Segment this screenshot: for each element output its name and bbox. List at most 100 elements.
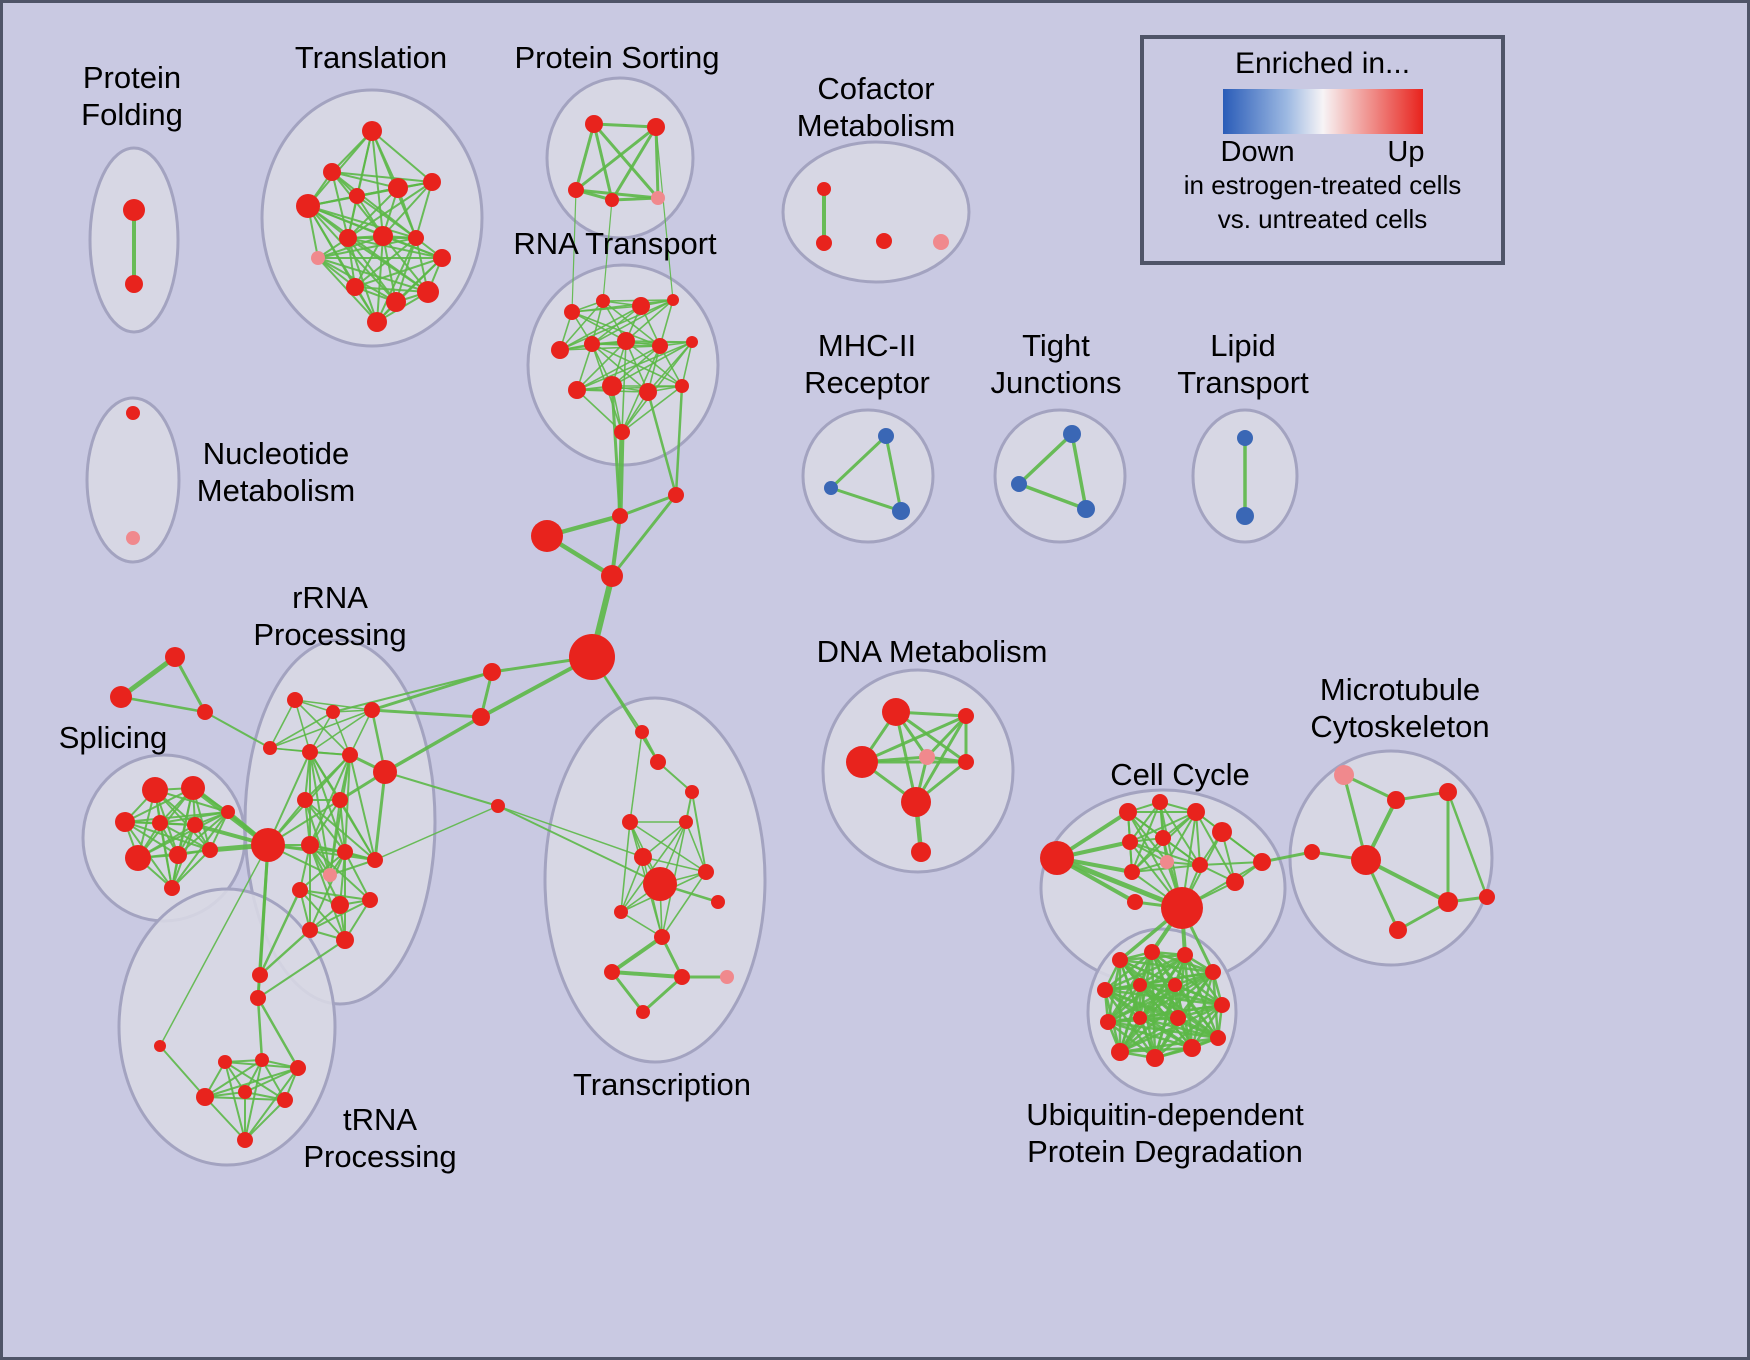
node-rr3 [364,702,380,718]
node-t6 [423,173,441,191]
edge [309,844,371,901]
edge [244,1059,263,1141]
edge [159,822,211,851]
node-sp3 [115,812,135,832]
edge [1106,1020,1157,1060]
cluster-ellipse-protein-sorting [545,76,695,240]
edge [592,122,614,202]
node-tr10 [654,929,670,945]
node-ch1 [668,487,684,503]
edge [610,935,664,974]
node-tr12 [674,969,690,985]
node-ps5 [651,191,665,205]
edge [309,851,346,931]
edge [309,899,371,931]
edge [625,299,674,342]
node-dm1 [882,698,910,726]
nodes [110,115,1495,1148]
edge [257,939,346,999]
edge [244,1067,299,1141]
node-tp5 [290,1060,306,1076]
edge [354,257,443,288]
edge [258,888,302,977]
node-ub7 [1168,978,1182,992]
edge [559,345,661,351]
edge [894,710,968,764]
edge [347,237,443,259]
node-rt1 [564,304,580,320]
edge [349,754,376,861]
node-tp1 [250,990,266,1006]
edge [620,856,644,913]
edge [171,849,211,889]
edge [294,699,311,753]
node-tr13 [720,970,734,984]
edge [559,300,604,351]
cluster-ellipses [81,76,1494,1167]
node-mt6 [1438,892,1458,912]
edge [171,811,229,889]
edge [267,751,311,846]
node-mt7 [1389,921,1407,939]
node-tr1 [635,725,649,739]
node-ccb1 [1040,841,1074,875]
node-dm2 [958,708,974,724]
node-cc11 [1127,894,1143,910]
node-rt3 [632,297,650,315]
node-tr4 [622,814,638,830]
node-tr7 [698,864,714,880]
edge [884,434,903,513]
node-pf1 [123,199,145,221]
cluster-ellipse-mhc-ii-receptor [801,408,935,544]
node-cc12 [1253,853,1271,871]
node-tr14 [636,1005,650,1019]
node-ub12 [1111,1043,1129,1061]
node-tr3 [685,785,699,799]
node-rr8 [297,792,313,808]
node-t9 [373,226,393,246]
edge [1106,983,1142,1024]
node-rt10 [568,381,586,399]
edge [497,805,644,858]
edge [309,799,341,846]
edge [602,300,661,347]
edge [1173,983,1224,1007]
node-tr11 [604,964,620,980]
edge [860,714,968,764]
edge [204,1067,299,1098]
node-rr15 [331,896,349,914]
node-mt5 [1351,845,1381,875]
node-nb [472,708,490,726]
edge [1364,858,1450,904]
node-tj2 [1011,476,1027,492]
edge [497,805,661,885]
legend-caption-line1: in estrogen-treated cells [1183,170,1462,200]
edge [618,493,678,518]
edge [559,299,674,351]
node-ub8 [1214,997,1230,1013]
cluster-label-splicing: Splicing [59,720,168,755]
edge [602,199,613,302]
cluster-label-protein-sorting: Protein Sorting [514,40,719,75]
node-t15 [367,312,387,332]
node-t1 [362,121,382,141]
node-rt9 [686,336,698,348]
edge [137,811,229,859]
edge [571,189,577,313]
node-mh2 [824,481,838,495]
edge [354,237,417,288]
node-t13 [386,292,406,312]
edge [1131,801,1161,873]
cluster-ellipse-tight-junctions [993,408,1127,544]
node-rr7 [373,760,397,784]
node-ch2 [612,508,628,524]
node-pf2 [125,275,143,293]
node-rt12 [639,383,657,401]
edge [294,699,351,756]
edge [1017,482,1088,511]
edge [339,799,346,853]
